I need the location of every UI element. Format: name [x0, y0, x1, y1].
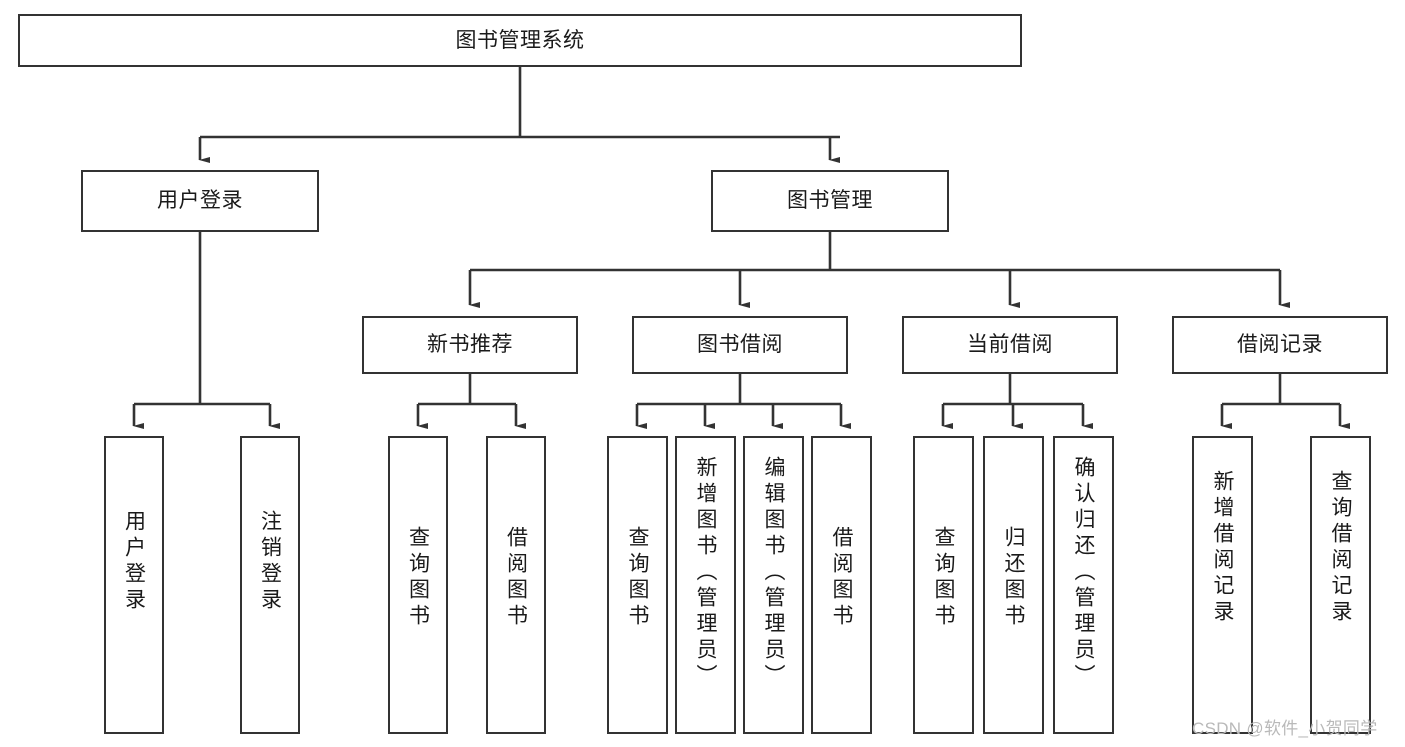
- leaf-query-borrow-record-label: 查询借阅记录: [1329, 470, 1352, 626]
- leaf-return-book[interactable]: 归还图书: [983, 436, 1044, 734]
- leaf-confirm-return[interactable]: 确认归还（管理员）: [1053, 436, 1114, 734]
- leaf-query-book-rec-label: 查询图书: [406, 526, 430, 630]
- leaf-borrow-book-rec[interactable]: 借阅图书: [486, 436, 546, 734]
- node-new-book-recommend-label: 新书推荐: [427, 333, 513, 357]
- node-current-borrow-label: 当前借阅: [967, 333, 1053, 357]
- node-book-management[interactable]: 图书管理: [711, 170, 949, 232]
- leaf-query-book-borrow[interactable]: 查询图书: [607, 436, 668, 734]
- leaf-query-book-rec[interactable]: 查询图书: [388, 436, 448, 734]
- leaf-query-book-borrow-label: 查询图书: [626, 526, 649, 630]
- csdn-watermark: CSDN @软件_小贺同学: [1192, 719, 1378, 738]
- node-current-borrow[interactable]: 当前借阅: [902, 316, 1118, 374]
- node-new-book-recommend[interactable]: 新书推荐: [362, 316, 578, 374]
- node-book-management-label: 图书管理: [787, 189, 873, 213]
- leaf-add-book-label: 新增图书（管理员）: [694, 456, 717, 690]
- leaf-query-book-current[interactable]: 查询图书: [913, 436, 974, 734]
- leaf-query-book-current-label: 查询图书: [932, 526, 955, 630]
- leaf-user-login[interactable]: 用户登录: [104, 436, 164, 734]
- leaf-edit-book[interactable]: 编辑图书（管理员）: [743, 436, 804, 734]
- node-root-label: 图书管理系统: [455, 28, 585, 52]
- leaf-query-borrow-record[interactable]: 查询借阅记录: [1310, 436, 1371, 734]
- leaf-borrow-book-rec-label: 借阅图书: [504, 526, 528, 630]
- node-book-borrow[interactable]: 图书借阅: [632, 316, 848, 374]
- leaf-add-book[interactable]: 新增图书（管理员）: [675, 436, 736, 734]
- node-book-borrow-label: 图书借阅: [697, 333, 783, 357]
- leaf-add-borrow-record-label: 新增借阅记录: [1211, 470, 1234, 626]
- leaf-user-login-label: 用户登录: [122, 510, 146, 614]
- node-user-login-label: 用户登录: [157, 189, 243, 213]
- node-borrow-records[interactable]: 借阅记录: [1172, 316, 1388, 374]
- node-root[interactable]: 图书管理系统: [18, 14, 1022, 67]
- node-borrow-records-label: 借阅记录: [1237, 333, 1323, 357]
- leaf-add-borrow-record[interactable]: 新增借阅记录: [1192, 436, 1253, 734]
- node-user-login[interactable]: 用户登录: [81, 170, 319, 232]
- leaf-return-book-label: 归还图书: [1002, 526, 1025, 630]
- leaf-edit-book-label: 编辑图书（管理员）: [762, 456, 785, 690]
- leaf-confirm-return-label: 确认归还（管理员）: [1072, 456, 1095, 690]
- leaf-borrow-book[interactable]: 借阅图书: [811, 436, 872, 734]
- leaf-borrow-book-label: 借阅图书: [830, 526, 853, 630]
- leaf-logout-label: 注销登录: [258, 510, 282, 614]
- leaf-logout[interactable]: 注销登录: [240, 436, 300, 734]
